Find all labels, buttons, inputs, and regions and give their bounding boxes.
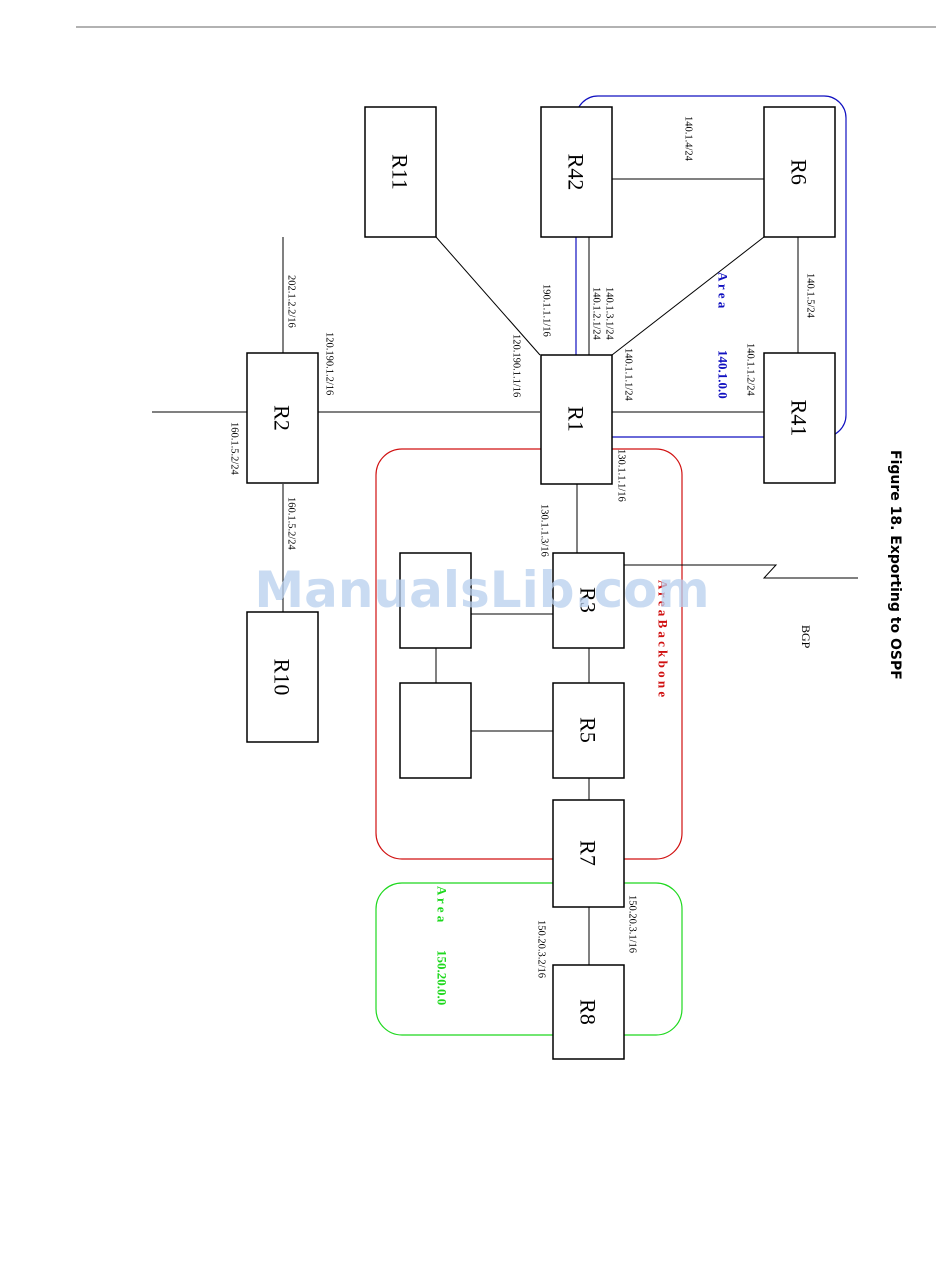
area-150-word: A r e a: [435, 886, 450, 923]
ip-r1-r2: 120.190.1.1/16: [511, 334, 522, 397]
area-140-number: 140.1.0.0: [716, 350, 731, 399]
router-r8: [552, 964, 625, 1060]
router-r10: [246, 611, 319, 743]
link-r11-r1: [435, 236, 541, 356]
router-r2: [246, 352, 319, 484]
router-r6: [763, 106, 836, 238]
watermark: ManualsLib.com: [254, 561, 709, 619]
ip-r6-r41: 140.1.5/24: [805, 273, 816, 319]
router-r8-label: R8: [576, 999, 601, 1025]
figure-caption: Figure 18. Exporting to OSPF: [887, 450, 903, 680]
router-r41-label: R41: [787, 400, 812, 437]
ip-r8-r7: 150.20.3.2/16: [536, 920, 547, 978]
router-r10-label: R10: [270, 659, 295, 696]
area-150-number: 150.20.0.0: [435, 950, 450, 1005]
ip-r1-r3: 130.1.1.1/16: [616, 449, 627, 502]
ip-r42-r6: 140.1.4/24: [683, 116, 694, 162]
area-backbone-label: A r e a B a c k b o n e: [656, 580, 671, 697]
bgp-label: BGP: [799, 625, 813, 649]
router-r7: [552, 799, 625, 908]
ip-r2-r10: 160.1.5.2/24: [286, 497, 297, 551]
router-boxes: [246, 106, 836, 1060]
ip-r2-down: 160.1.5.2/24: [229, 422, 240, 476]
unlabeled-box-a: [399, 552, 472, 649]
area-backbone-boundary: [375, 448, 683, 860]
router-r1: [540, 354, 613, 485]
router-r7-label: R7: [576, 840, 601, 866]
area-140-word: A r e a: [716, 272, 731, 309]
router-r2-label: R2: [270, 405, 295, 431]
ip-r2-r1: 120.190.1.2/16: [324, 332, 335, 395]
ip-r2-up: 202.1.2.2/16: [286, 275, 297, 328]
router-r11: [364, 106, 437, 238]
area-140-boundary: [575, 95, 847, 438]
ip-r7-r8: 150.20.3.1/16: [627, 895, 638, 953]
ip-r3-r1: 130.1.1.3/16: [539, 504, 550, 557]
link-r3-bgp: [624, 564, 858, 579]
ip-r1-r41: 140.1.1.1/24: [623, 348, 634, 402]
router-r11-label: R11: [388, 154, 413, 190]
router-r3-label: R3: [576, 587, 601, 613]
router-r1-label: R1: [564, 406, 589, 432]
router-r3: [552, 552, 625, 649]
ip-r41-side: 140.1.1.2/24: [745, 343, 756, 397]
link-r6-r1: [611, 236, 765, 356]
ip-r1-r11: 190.1.1.1/16: [541, 284, 552, 337]
router-r6-label: R6: [787, 159, 812, 185]
ip-r1-r42-a: 140.1.3.1/24: [604, 287, 615, 341]
router-r5-label: R5: [576, 717, 601, 743]
ip-r1-r42-b: 140.1.2.1/24: [591, 287, 602, 341]
router-r42: [540, 106, 613, 238]
router-r41: [763, 352, 836, 484]
area-150-boundary: [375, 882, 683, 1036]
unlabeled-box-b: [399, 682, 472, 779]
links: [152, 178, 858, 965]
router-r5: [552, 682, 625, 779]
router-r42-label: R42: [564, 154, 589, 191]
